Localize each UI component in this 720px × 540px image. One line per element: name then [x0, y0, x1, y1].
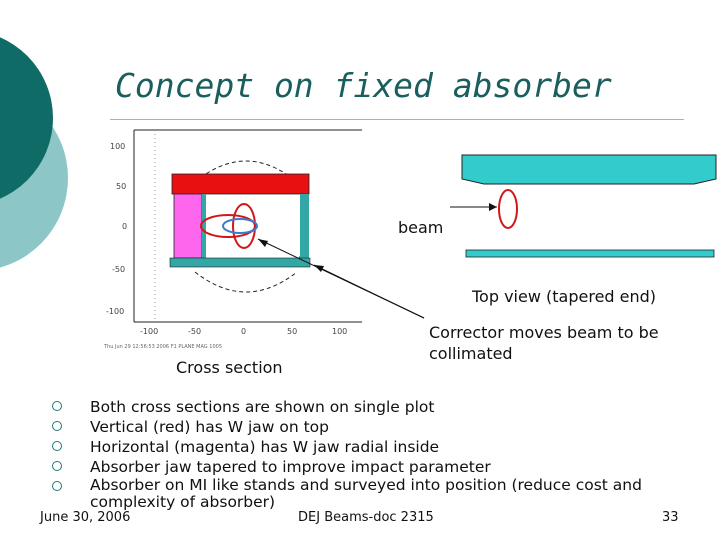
- title-divider: [110, 119, 684, 120]
- plot-y-tick-neg50: -50: [112, 265, 125, 274]
- beam-ellipse-blue: [222, 218, 258, 234]
- bullet-text: Vertical (red) has W jaw on top: [90, 418, 329, 436]
- footer-page-number: 33: [662, 510, 679, 525]
- bullet-text: Both cross sections are shown on single …: [90, 398, 435, 416]
- absorber-base: [169, 257, 311, 268]
- bullet-item: Both cross sections are shown on single …: [52, 397, 682, 417]
- corrector-arrowhead-2: [314, 265, 324, 272]
- top-view-absorber-bar: [465, 249, 715, 258]
- bullet-circle-icon: [52, 481, 62, 491]
- corrector-label: Corrector moves beam to be collimated: [429, 322, 659, 364]
- absorber-side-left: [202, 194, 206, 258]
- bullet-list: Both cross sections are shown on single …: [52, 397, 682, 511]
- cross-section-label: Cross section: [176, 358, 283, 377]
- bullet-circle-icon: [52, 401, 62, 411]
- bullet-text: Absorber on MI like stands and surveyed …: [90, 476, 642, 511]
- slide-decoration: [0, 37, 68, 268]
- top-view-beam-ellipse: [498, 189, 518, 229]
- plot-x-tick-0: 0: [241, 327, 246, 336]
- slide-title: Concept on fixed absorber: [115, 66, 612, 105]
- corrector-label-line-2: collimated: [429, 344, 513, 363]
- top-view-label: Top view (tapered end): [472, 287, 657, 306]
- absorber-figure: 100 50 0 -50 -100 -100 -50 0 50 100 Thu …: [103, 129, 717, 350]
- bullet-item: Absorber on MI like stands and surveyed …: [52, 477, 682, 511]
- corrector-label-line-1: Corrector moves beam to be: [429, 323, 659, 342]
- beam-label: beam: [398, 218, 444, 237]
- top-view-absorber-block: [461, 154, 717, 185]
- absorber-side-right: [300, 194, 309, 258]
- beam-ellipse-red: [200, 214, 256, 238]
- horizontal-jaw-magenta: [173, 192, 203, 259]
- bullet-item: Vertical (red) has W jaw on top: [52, 417, 682, 437]
- plot-y-tick-100: 100: [110, 142, 125, 151]
- bullet-circle-icon: [52, 461, 62, 471]
- corrector-arrow-2: [313, 264, 425, 319]
- pole-outline-bottom: [194, 271, 298, 293]
- corrector-arrowhead-1: [258, 239, 268, 247]
- plot-y-tick-0: 0: [122, 222, 127, 231]
- plot-x-tick-50: 50: [287, 327, 297, 336]
- plot-footer-text: Thu Jun 29 12:56:53 2006 F1 PLANE MAG 10…: [103, 344, 222, 350]
- bullet-text: Absorber jaw tapered to improve impact p…: [90, 458, 491, 476]
- beam-ellipse-red-vertical: [232, 203, 256, 249]
- plot-x-tick-100: 100: [332, 327, 347, 336]
- bullet-item: Horizontal (magenta) has W jaw radial in…: [52, 437, 682, 457]
- plot-x-tick-neg50: -50: [188, 327, 201, 336]
- bullet-circle-icon: [52, 421, 62, 431]
- footer-source: DEJ Beams-doc 2315: [298, 510, 434, 525]
- bullet-circle-icon: [52, 441, 62, 451]
- bullet-text: Horizontal (magenta) has W jaw radial in…: [90, 438, 440, 456]
- plot-x-tick-neg100: -100: [140, 327, 158, 336]
- plot-y-tick-50: 50: [116, 182, 126, 191]
- beam-arrowhead: [489, 203, 497, 211]
- bullet-item: Absorber jaw tapered to improve impact p…: [52, 457, 682, 477]
- dark-teal-circle: [0, 37, 53, 199]
- plot-y-tick-neg100: -100: [106, 307, 124, 316]
- footer-date: June 30, 2006: [40, 510, 131, 525]
- vertical-jaw-red: [171, 173, 310, 195]
